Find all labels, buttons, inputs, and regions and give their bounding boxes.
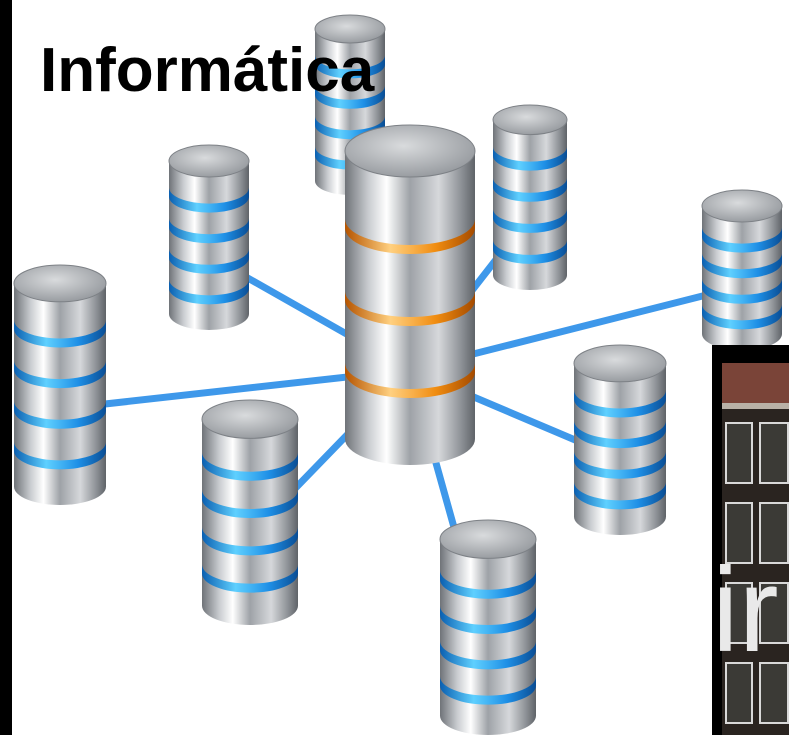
database-node-upper-right	[492, 104, 568, 291]
database-node-upper-left	[168, 144, 250, 330]
page-title: Informática	[40, 36, 375, 105]
building-photo	[722, 363, 789, 735]
overlay-text: ir	[712, 543, 779, 677]
database-network-illustration	[13, 14, 783, 735]
database-nodes	[13, 14, 783, 735]
database-node-bottom	[439, 519, 537, 735]
database-node-left	[13, 264, 107, 505]
video-overlay: ir	[712, 345, 789, 735]
database-node-right	[573, 344, 667, 535]
database-node-lower-left	[201, 399, 299, 625]
slide: Informática	[12, 0, 789, 735]
database-node-far-right	[701, 189, 783, 350]
database-hub	[344, 124, 476, 465]
